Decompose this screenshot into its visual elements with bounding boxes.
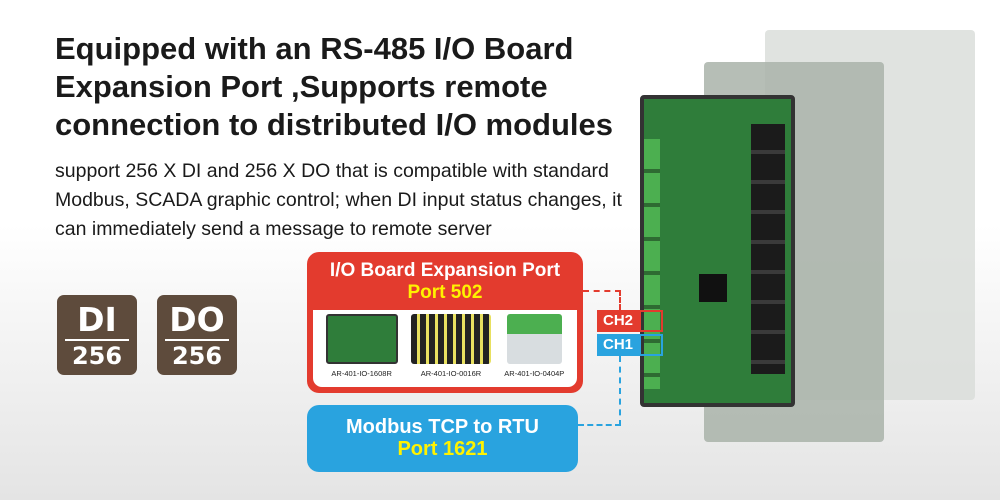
product-image xyxy=(410,314,491,364)
ch1-port-highlight xyxy=(639,334,663,356)
chip xyxy=(699,274,727,302)
ch1-connector-line xyxy=(578,356,621,426)
product-item: AR-401-IO-0404P xyxy=(504,314,564,387)
modbus-box: Modbus TCP to RTU Port 1621 xyxy=(307,405,578,472)
modbus-title: Modbus TCP to RTU xyxy=(346,416,539,438)
di-label: DI xyxy=(77,300,117,339)
di-badge: DI 256 xyxy=(57,295,137,375)
expansion-title: I/O Board Expansion Port xyxy=(329,260,561,281)
do-badge: DO 256 xyxy=(157,295,237,375)
product-model: AR-401-IO-1608R xyxy=(331,369,392,378)
ch2-label: CH2 xyxy=(597,310,639,332)
terminal-blocks xyxy=(644,139,660,389)
divider xyxy=(65,339,129,341)
do-label: DO xyxy=(169,300,225,339)
divider xyxy=(165,339,229,341)
do-count: 256 xyxy=(171,342,223,370)
product-item: AR-401-IO-1608R xyxy=(325,314,398,387)
product-model: AR-401-IO-0016R xyxy=(420,369,482,378)
product-model: AR-401-IO-0404P xyxy=(504,369,565,378)
product-item: AR-401-IO-0016R xyxy=(410,314,491,387)
controller-board-image xyxy=(640,95,795,407)
expansion-port-box: I/O Board Expansion Port Port 502 AR-401… xyxy=(307,252,583,393)
modbus-port: Port 1621 xyxy=(397,438,488,460)
product-list: AR-401-IO-1608R AR-401-IO-0016R AR-401-I… xyxy=(313,310,577,387)
headline: Equipped with an RS-485 I/O Board Expans… xyxy=(55,31,614,142)
di-count: 256 xyxy=(71,342,123,370)
ch2-connector-line xyxy=(583,290,621,310)
relay-column xyxy=(751,124,785,374)
ch2-port-highlight xyxy=(639,310,663,332)
ch1-label: CH1 xyxy=(597,334,639,356)
expansion-port: Port 502 xyxy=(407,282,483,303)
product-image xyxy=(506,314,562,364)
description: support 256 X DI and 256 X DO that is co… xyxy=(55,160,622,240)
product-image xyxy=(325,314,398,364)
